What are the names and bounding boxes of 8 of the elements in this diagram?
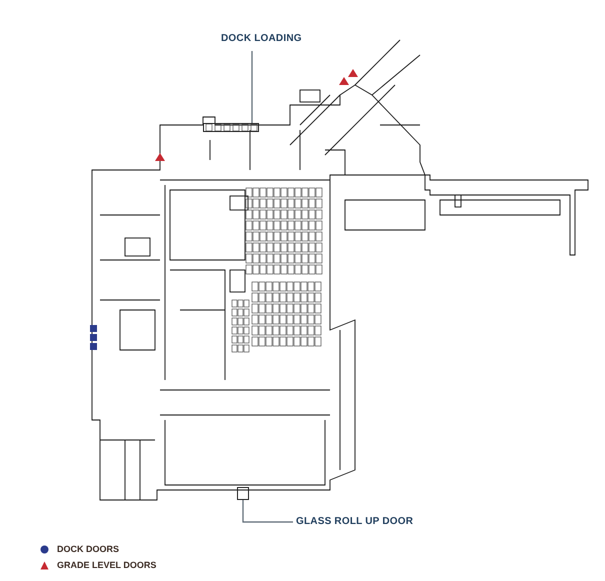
door-area	[237, 487, 249, 500]
legend-label: DOCK DOORS	[57, 544, 120, 554]
door-area	[203, 123, 259, 132]
callout-label: DOCK LOADING	[221, 33, 302, 45]
leader-line	[251, 51, 253, 123]
legend-label: GRADE LEVEL DOORS	[57, 560, 156, 570]
callout-label: GLASS ROLL UP DOOR	[296, 516, 414, 528]
leader-line	[242, 500, 293, 523]
